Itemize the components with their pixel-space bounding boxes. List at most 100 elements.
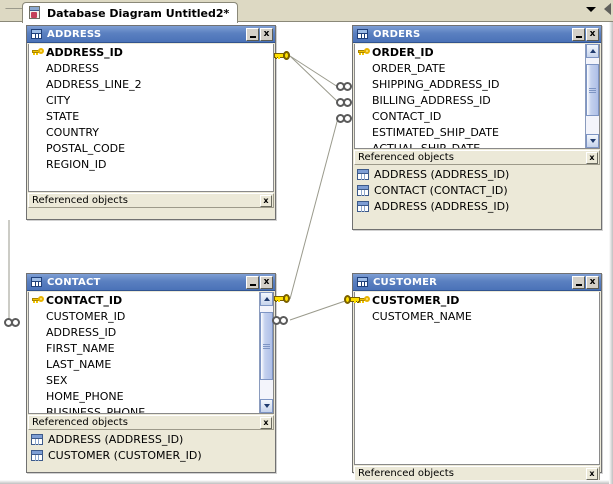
- table-window-buttons: x: [572, 27, 599, 41]
- tab-database-diagram[interactable]: Database Diagram Untitled2*: [22, 2, 239, 23]
- field-name: CONTACT_ID: [372, 109, 442, 123]
- field-row[interactable]: ORDER_DATE: [355, 60, 599, 76]
- field-row[interactable]: ESTIMATED_SHIP_DATE: [355, 124, 599, 140]
- scroll-up-button[interactable]: [586, 44, 599, 58]
- relationship-key-icon[interactable]: [274, 51, 290, 60]
- field-row[interactable]: CUSTOMER_ID: [29, 308, 273, 324]
- minimize-button-orders[interactable]: [572, 27, 585, 41]
- referenced-objects-label: Referenced objects: [32, 417, 128, 428]
- relationship-many-icon[interactable]: [336, 82, 353, 91]
- field-row[interactable]: FIRST_NAME: [29, 340, 273, 356]
- field-row[interactable]: BUSINESS_PHONE: [29, 404, 273, 414]
- minimize-button-customer[interactable]: [572, 275, 585, 289]
- relationship-many-icon[interactable]: [336, 98, 353, 107]
- referenced-objects-close-icon[interactable]: x: [260, 416, 272, 429]
- key-icon: [32, 295, 46, 305]
- relationship-key-icon[interactable]: [274, 294, 290, 303]
- list-item[interactable]: ADDRESS (ADDRESS_ID): [355, 166, 601, 182]
- referenced-objects-list-contact: ADDRESS (ADDRESS_ID)CUSTOMER (CUSTOMER_I…: [27, 430, 275, 463]
- field-name: COUNTRY: [46, 125, 99, 139]
- field-name: CUSTOMER_ID: [46, 309, 126, 323]
- field-name: SHIPPING_ADDRESS_ID: [372, 77, 500, 91]
- close-button-address[interactable]: x: [260, 27, 273, 41]
- relationship-line[interactable]: [289, 117, 339, 300]
- relationship-line[interactable]: [289, 55, 339, 103]
- field-row[interactable]: ACTUAL_SHIP_DATE: [355, 140, 599, 149]
- scroll-thumb[interactable]: [260, 312, 273, 380]
- field-row[interactable]: COUNTRY: [29, 124, 273, 140]
- relationship-key-icon[interactable]: [344, 295, 360, 304]
- tab-strip-buttons: [586, 3, 611, 15]
- field-row[interactable]: ADDRESS: [29, 60, 273, 76]
- close-button-contact[interactable]: x: [260, 275, 273, 289]
- field-row[interactable]: LAST_NAME: [29, 356, 273, 372]
- list-item[interactable]: CUSTOMER (CUSTOMER_ID): [29, 447, 275, 463]
- minimize-button-address[interactable]: [246, 27, 259, 41]
- scroll-thumb[interactable]: [586, 64, 599, 116]
- field-row[interactable]: STATE: [29, 108, 273, 124]
- field-name: BUSINESS_PHONE: [46, 405, 146, 414]
- referenced-objects-label: Referenced objects: [358, 152, 454, 163]
- vertical-scrollbar-orders[interactable]: [585, 44, 599, 148]
- field-name: ESTIMATED_SHIP_DATE: [372, 125, 499, 139]
- relationship-many-icon[interactable]: [336, 114, 353, 123]
- field-row[interactable]: ADDRESS_ID: [29, 44, 273, 60]
- close-button-orders[interactable]: x: [586, 27, 599, 41]
- list-item[interactable]: ADDRESS (ADDRESS_ID): [355, 198, 601, 214]
- scroll-track[interactable]: [586, 58, 599, 134]
- field-row[interactable]: ADDRESS_LINE_2: [29, 76, 273, 92]
- referenced-objects-close-icon[interactable]: x: [260, 194, 272, 207]
- field-row[interactable]: REGION_ID: [29, 156, 273, 172]
- relationship-line[interactable]: [289, 55, 339, 88]
- scroll-track[interactable]: [260, 306, 273, 399]
- list-item[interactable]: ADDRESS (ADDRESS_ID): [29, 431, 275, 447]
- relationship-many-icon[interactable]: [4, 318, 21, 327]
- referenced-objects-bar-contact: Referenced objects x: [28, 415, 274, 430]
- table-icon: [357, 277, 368, 287]
- field-row[interactable]: HOME_PHONE: [29, 388, 273, 404]
- scroll-up-button[interactable]: [260, 292, 273, 306]
- relationship-line[interactable]: [289, 299, 349, 321]
- close-button-customer[interactable]: x: [586, 275, 599, 289]
- minimize-button-contact[interactable]: [246, 275, 259, 289]
- field-row[interactable]: CONTACT_ID: [29, 292, 273, 308]
- field-name: STATE: [46, 109, 80, 123]
- referenced-objects-close-icon[interactable]: x: [586, 151, 598, 164]
- left-arrow-icon[interactable]: [604, 3, 611, 15]
- relationship-endpoints: [0, 22, 613, 484]
- table-icon: [357, 29, 368, 39]
- list-item[interactable]: CONTACT (CONTACT_ID): [355, 182, 601, 198]
- field-row[interactable]: BILLING_ADDRESS_ID: [355, 92, 599, 108]
- vertical-scrollbar-contact[interactable]: [259, 292, 273, 413]
- field-row[interactable]: CUSTOMER_ID: [355, 292, 599, 308]
- field-row[interactable]: ADDRESS_ID: [29, 324, 273, 340]
- scroll-down-button[interactable]: [586, 134, 599, 148]
- scroll-down-button[interactable]: [260, 399, 273, 413]
- field-row[interactable]: POSTAL_CODE: [29, 140, 273, 156]
- field-row[interactable]: SHIPPING_ADDRESS_ID: [355, 76, 599, 92]
- field-row[interactable]: CUSTOMER_NAME: [355, 308, 599, 324]
- chevron-down-icon[interactable]: [586, 6, 596, 12]
- referenced-objects-close-icon[interactable]: x: [586, 467, 598, 480]
- relationship-many-icon[interactable]: [272, 316, 289, 325]
- field-row[interactable]: ORDER_ID: [355, 44, 599, 60]
- field-name: CITY: [46, 93, 71, 107]
- field-row[interactable]: SEX: [29, 372, 273, 388]
- field-name: ADDRESS_LINE_2: [46, 77, 142, 91]
- field-row[interactable]: CITY: [29, 92, 273, 108]
- field-row[interactable]: CONTACT_ID: [355, 108, 599, 124]
